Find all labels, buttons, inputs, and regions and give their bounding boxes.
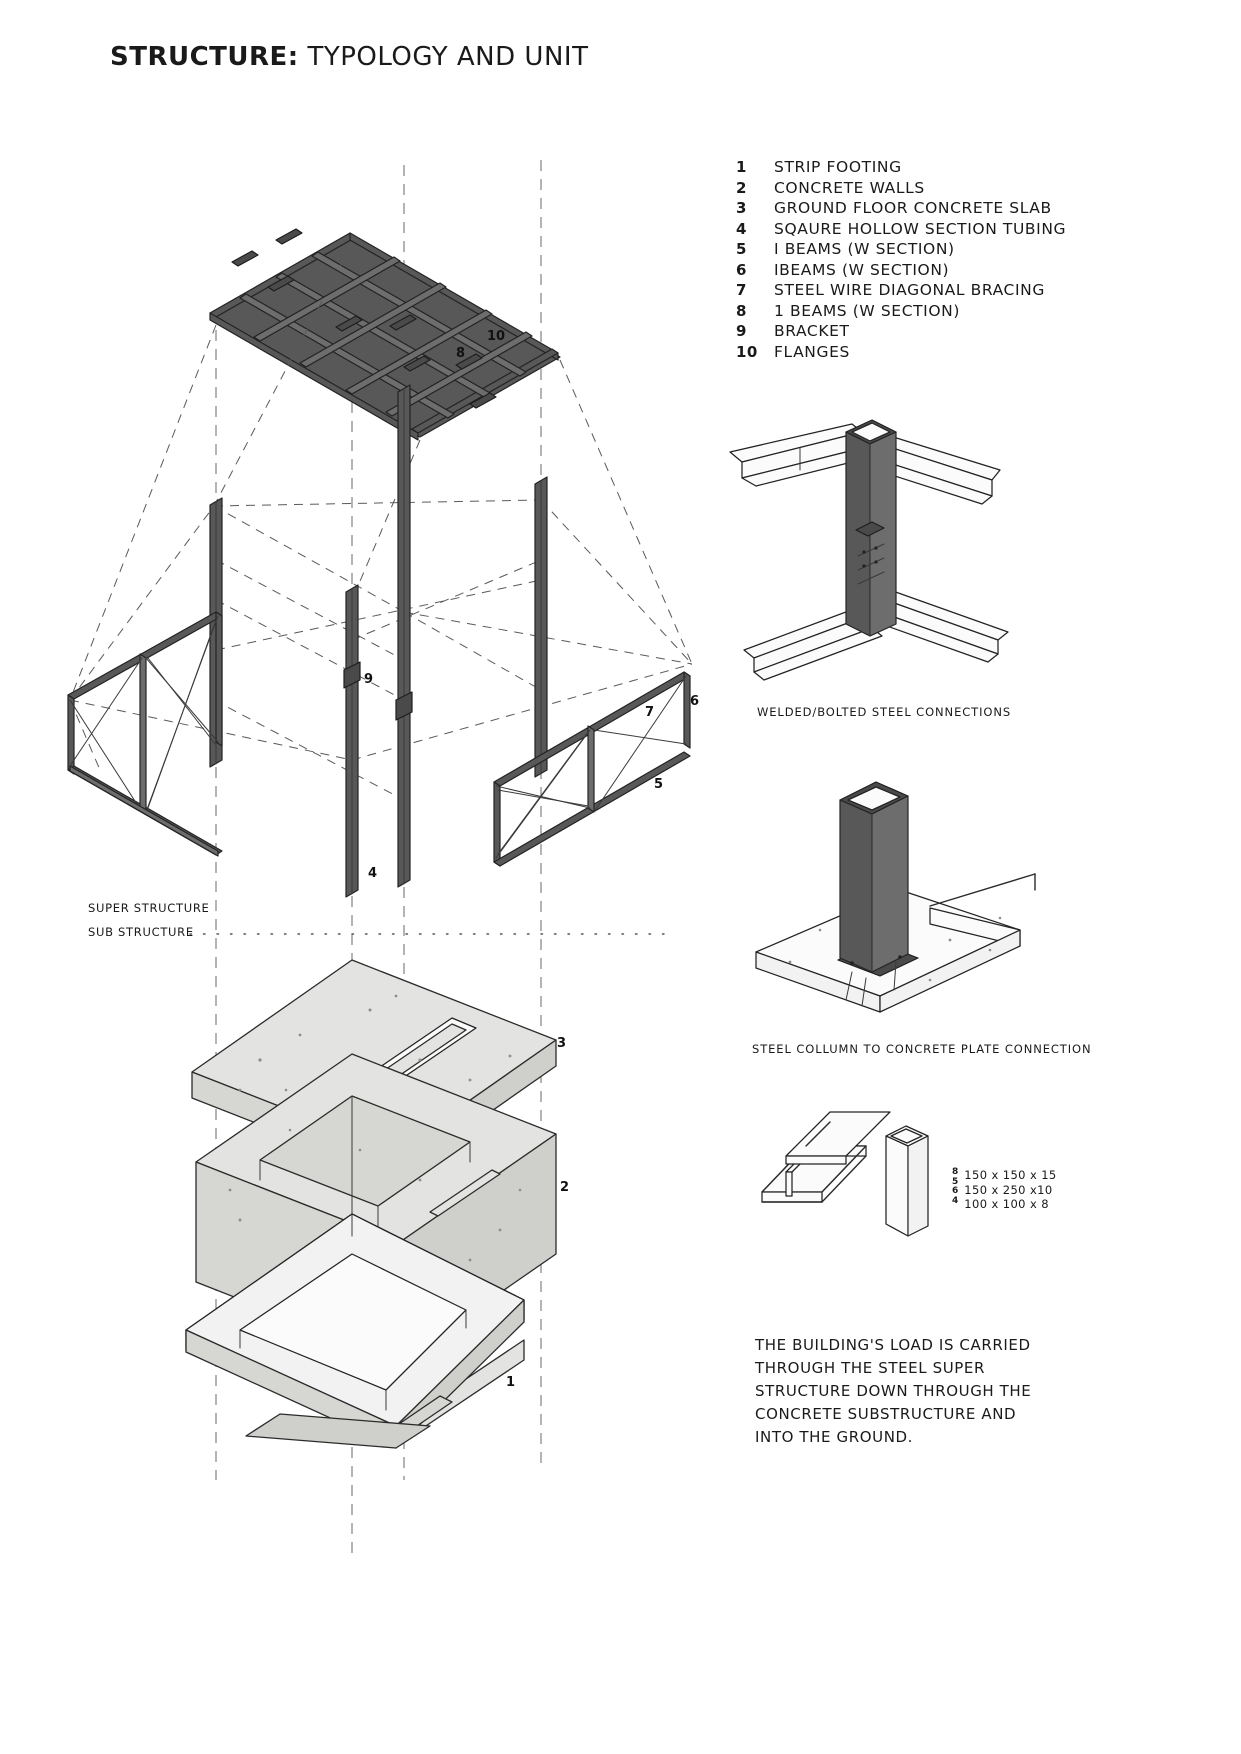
legend-item-number: 2: [736, 178, 747, 197]
page-title: STRUCTURE: TYPOLOGY AND UNIT: [110, 42, 588, 72]
load-path-note: THE BUILDING'S LOAD IS CARRIED THROUGH T…: [755, 1334, 1065, 1449]
section-dimension-keys: 8 5 6 4: [952, 1167, 959, 1212]
legend-item: 5 I BEAMS (W SECTION): [736, 240, 1066, 261]
legend-item-label: STRIP FOOTING: [774, 158, 902, 176]
legend-item-number: 5: [736, 240, 747, 258]
callout-number: 4: [368, 866, 378, 881]
callout-number: 8: [456, 346, 466, 361]
legend-item-label: CONCRETE WALLS: [774, 178, 925, 197]
load-note-line: THE BUILDING'S LOAD IS CARRIED: [755, 1336, 1031, 1354]
legend-item-label: GROUND FLOOR CONCRETE SLAB: [774, 199, 1052, 217]
section-dimension-values: 150 x 150 x 15 150 x 250 x10 100 x 100 x…: [964, 1168, 1056, 1212]
legend-item-label: I BEAMS (W SECTION): [774, 240, 955, 258]
callout-number: 10: [487, 329, 506, 344]
section-dimension: 150 x 150 x 15: [964, 1168, 1057, 1182]
load-note-line: CONCRETE SUBSTRUCTURE AND: [755, 1405, 1017, 1423]
callout-number: 6: [690, 694, 700, 709]
legend-item-number: 3: [736, 199, 747, 217]
legend-item: 8 1 BEAMS (W SECTION): [736, 302, 1066, 323]
legend-item-number: 6: [736, 260, 747, 279]
legend-item-label: SQAURE HOLLOW SECTION TUBING: [774, 219, 1067, 238]
section-key: 4: [952, 1195, 959, 1206]
legend-item-label: STEEL WIRE DIAGONAL BRACING: [774, 281, 1045, 299]
page-title-bold: STRUCTURE:: [110, 42, 299, 72]
legend-item: 6 IBEAMS (W SECTION): [736, 261, 1066, 282]
callout-number: 5: [654, 777, 664, 792]
roof-steel-frame: [209, 228, 561, 441]
callout-number: 9: [364, 672, 374, 687]
legend-item-number: 10: [736, 342, 758, 361]
label-sub-structure: SUB STRUCTURE: [88, 925, 194, 939]
detail-welded-bolted-connection: [729, 419, 1009, 681]
legend-item: 1 STRIP FOOTING: [736, 158, 1066, 179]
section-key: 8: [952, 1167, 959, 1177]
load-note-line: STRUCTURE DOWN THROUGH THE: [755, 1382, 1032, 1400]
section-key: 5: [952, 1176, 959, 1187]
section-dimension: 150 x 250 x10: [964, 1182, 1053, 1197]
callout-number: 3: [557, 1036, 567, 1051]
right-braced-frame: [493, 671, 691, 867]
legend-item-number: 7: [736, 281, 747, 299]
legend-item-number: 8: [736, 301, 747, 320]
legend-item: 10 FLANGES: [736, 343, 1066, 364]
legend-item: 4 SQAURE HOLLOW SECTION TUBING: [736, 220, 1066, 241]
load-note-line: INTO THE GROUND.: [755, 1428, 914, 1446]
legend-item-number: 9: [736, 322, 747, 340]
legend-item: 9 BRACKET: [736, 322, 1066, 343]
legend-item-number: 1: [736, 158, 747, 176]
legend-item: 7 STEEL WIRE DIAGONAL BRACING: [736, 281, 1066, 302]
explosion-projection-lines: [69, 243, 693, 801]
strip-footing: [185, 1213, 525, 1449]
section-key: 6: [952, 1186, 959, 1196]
legend-list: 1 STRIP FOOTING 2 CONCRETE WALLS 3 GROUN…: [736, 158, 1066, 363]
callout-number: 2: [560, 1180, 570, 1195]
legend-item: 2 CONCRETE WALLS: [736, 179, 1066, 200]
label-super-structure: SUPER STRUCTURE: [88, 901, 210, 915]
caption-welded-bolted-connections: WELDED/BOLTED STEEL CONNECTIONS: [757, 705, 1012, 719]
legend-item-label: 1 BEAMS (W SECTION): [774, 301, 960, 320]
left-braced-frame: [67, 611, 223, 857]
legend-item-number: 4: [736, 219, 747, 238]
legend-item-label: FLANGES: [774, 342, 850, 361]
section-dimension: 100 x 100 x 8: [964, 1197, 1049, 1211]
legend-item: 3 GROUND FLOOR CONCRETE SLAB: [736, 199, 1066, 220]
legend-item-label: BRACKET: [774, 322, 850, 340]
callout-number: 7: [645, 705, 655, 720]
legend-item-label: IBEAMS (W SECTION): [774, 260, 950, 279]
page-title-rest: TYPOLOGY AND UNIT: [307, 42, 589, 72]
detail-section-profiles: [761, 1111, 929, 1237]
load-note-line: THROUGH THE STEEL SUPER: [755, 1359, 986, 1377]
steel-columns: [209, 384, 548, 898]
callout-number: 1: [506, 1375, 516, 1390]
caption-column-to-plate-connection: STEEL COLLUMN TO CONCRETE PLATE CONNECTI…: [752, 1042, 1092, 1056]
section-dimensions-table: 8 5 6 4 150 x 150 x 15 150 x 250 x10 100…: [952, 1167, 1057, 1212]
detail-column-to-plate: [755, 781, 1036, 1013]
